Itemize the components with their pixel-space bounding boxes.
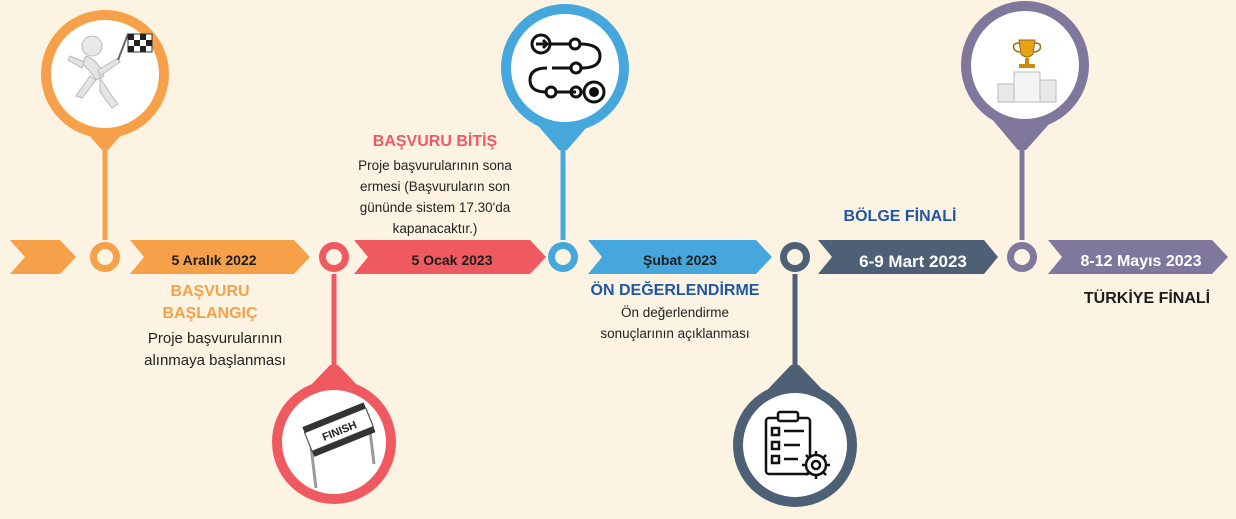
trophy-podium-icon bbox=[997, 39, 1057, 103]
milestone-3-description-line2: sonuçlarının açıklanması bbox=[600, 326, 750, 341]
date-ribbon-1 bbox=[130, 240, 310, 274]
milestone-2-title: BAŞVURU BİTİŞ bbox=[372, 133, 498, 150]
milestone-2-description-line2: ermesi (Başvuruların son bbox=[359, 179, 511, 194]
finish-line-banner-icon: FINISH bbox=[302, 402, 376, 489]
milestone-3-description: Ön değerlendirme sonuçlarının açıklanmas… bbox=[565, 302, 785, 344]
timeline-start-arrow bbox=[10, 240, 76, 274]
date-text-5: 8-12 Mayıs 2023 bbox=[1081, 253, 1202, 270]
date-ribbon-2 bbox=[354, 240, 546, 274]
milestone-4-title: BÖLGE FİNALİ bbox=[843, 208, 957, 225]
date-text-3: Şubat 2023 bbox=[643, 252, 717, 268]
milestone-1-title: BAŞVURU BAŞLANGIÇ bbox=[140, 281, 280, 325]
milestone-1-description-line1: Proje başvurularının bbox=[147, 330, 283, 347]
milestone-2-description-line3: gününde sistem 17.30'da bbox=[359, 200, 511, 215]
milestone-1-description: Proje başvurularının alınmaya başlanması bbox=[110, 328, 320, 372]
date-text-1: 5 Aralık 2022 bbox=[171, 252, 256, 268]
checklist-gear-icon bbox=[764, 410, 830, 479]
date-text-4: 6-9 Mart 2023 bbox=[859, 252, 967, 271]
milestone-2-description-line1: Proje başvurularının sona bbox=[358, 158, 512, 173]
process-path-icon bbox=[528, 33, 606, 104]
milestone-1-title-line1: BAŞVURU bbox=[170, 283, 250, 300]
date-ribbon-5 bbox=[1048, 240, 1228, 274]
pin-application-end bbox=[272, 240, 396, 504]
milestone-3-title: ÖN DEĞERLENDİRME bbox=[590, 282, 760, 299]
milestone-5-title: TÜRKİYE FİNALİ bbox=[1083, 290, 1211, 307]
milestone-1-description-line2: alınmaya başlanması bbox=[144, 352, 286, 369]
milestone-3-description-line1: Ön değerlendirme bbox=[620, 305, 730, 320]
date-ribbon-4 bbox=[818, 240, 998, 274]
date-text-2: 5 Ocak 2023 bbox=[412, 252, 493, 268]
date-ribbon-3 bbox=[588, 240, 772, 274]
runner-with-checkered-flag-icon bbox=[67, 33, 153, 109]
milestone-2-description: Proje başvurularının sona ermesi (Başvur… bbox=[325, 155, 545, 239]
milestone-2-description-line4: kapanacaktır.) bbox=[392, 221, 478, 236]
milestone-1-title-line2: BAŞLANGIÇ bbox=[162, 305, 258, 322]
